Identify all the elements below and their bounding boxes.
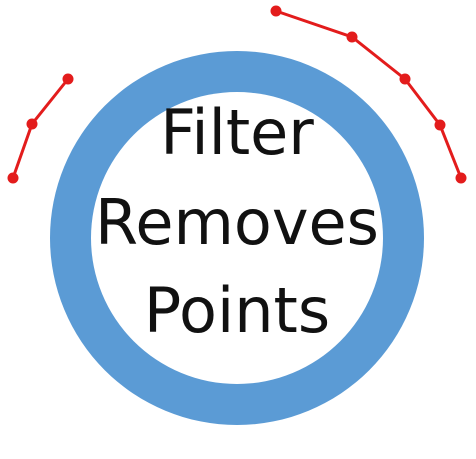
left-point-2 (26, 118, 38, 130)
left-chain-line (11, 78, 70, 179)
left-point-3 (7, 172, 19, 184)
right-point-2 (346, 31, 358, 43)
filter-ring-hole (91, 92, 383, 384)
label-line-3: Points (144, 274, 330, 347)
left-point-1 (62, 73, 74, 85)
right-point-3 (399, 73, 411, 85)
right-point-4 (434, 119, 446, 131)
right-point-1 (270, 5, 282, 17)
right-point-chain (270, 5, 467, 184)
label-line-1: Filter (160, 96, 314, 169)
left-point-chain (7, 73, 74, 184)
right-point-5 (455, 172, 467, 184)
label-line-2: Removes (95, 186, 379, 259)
